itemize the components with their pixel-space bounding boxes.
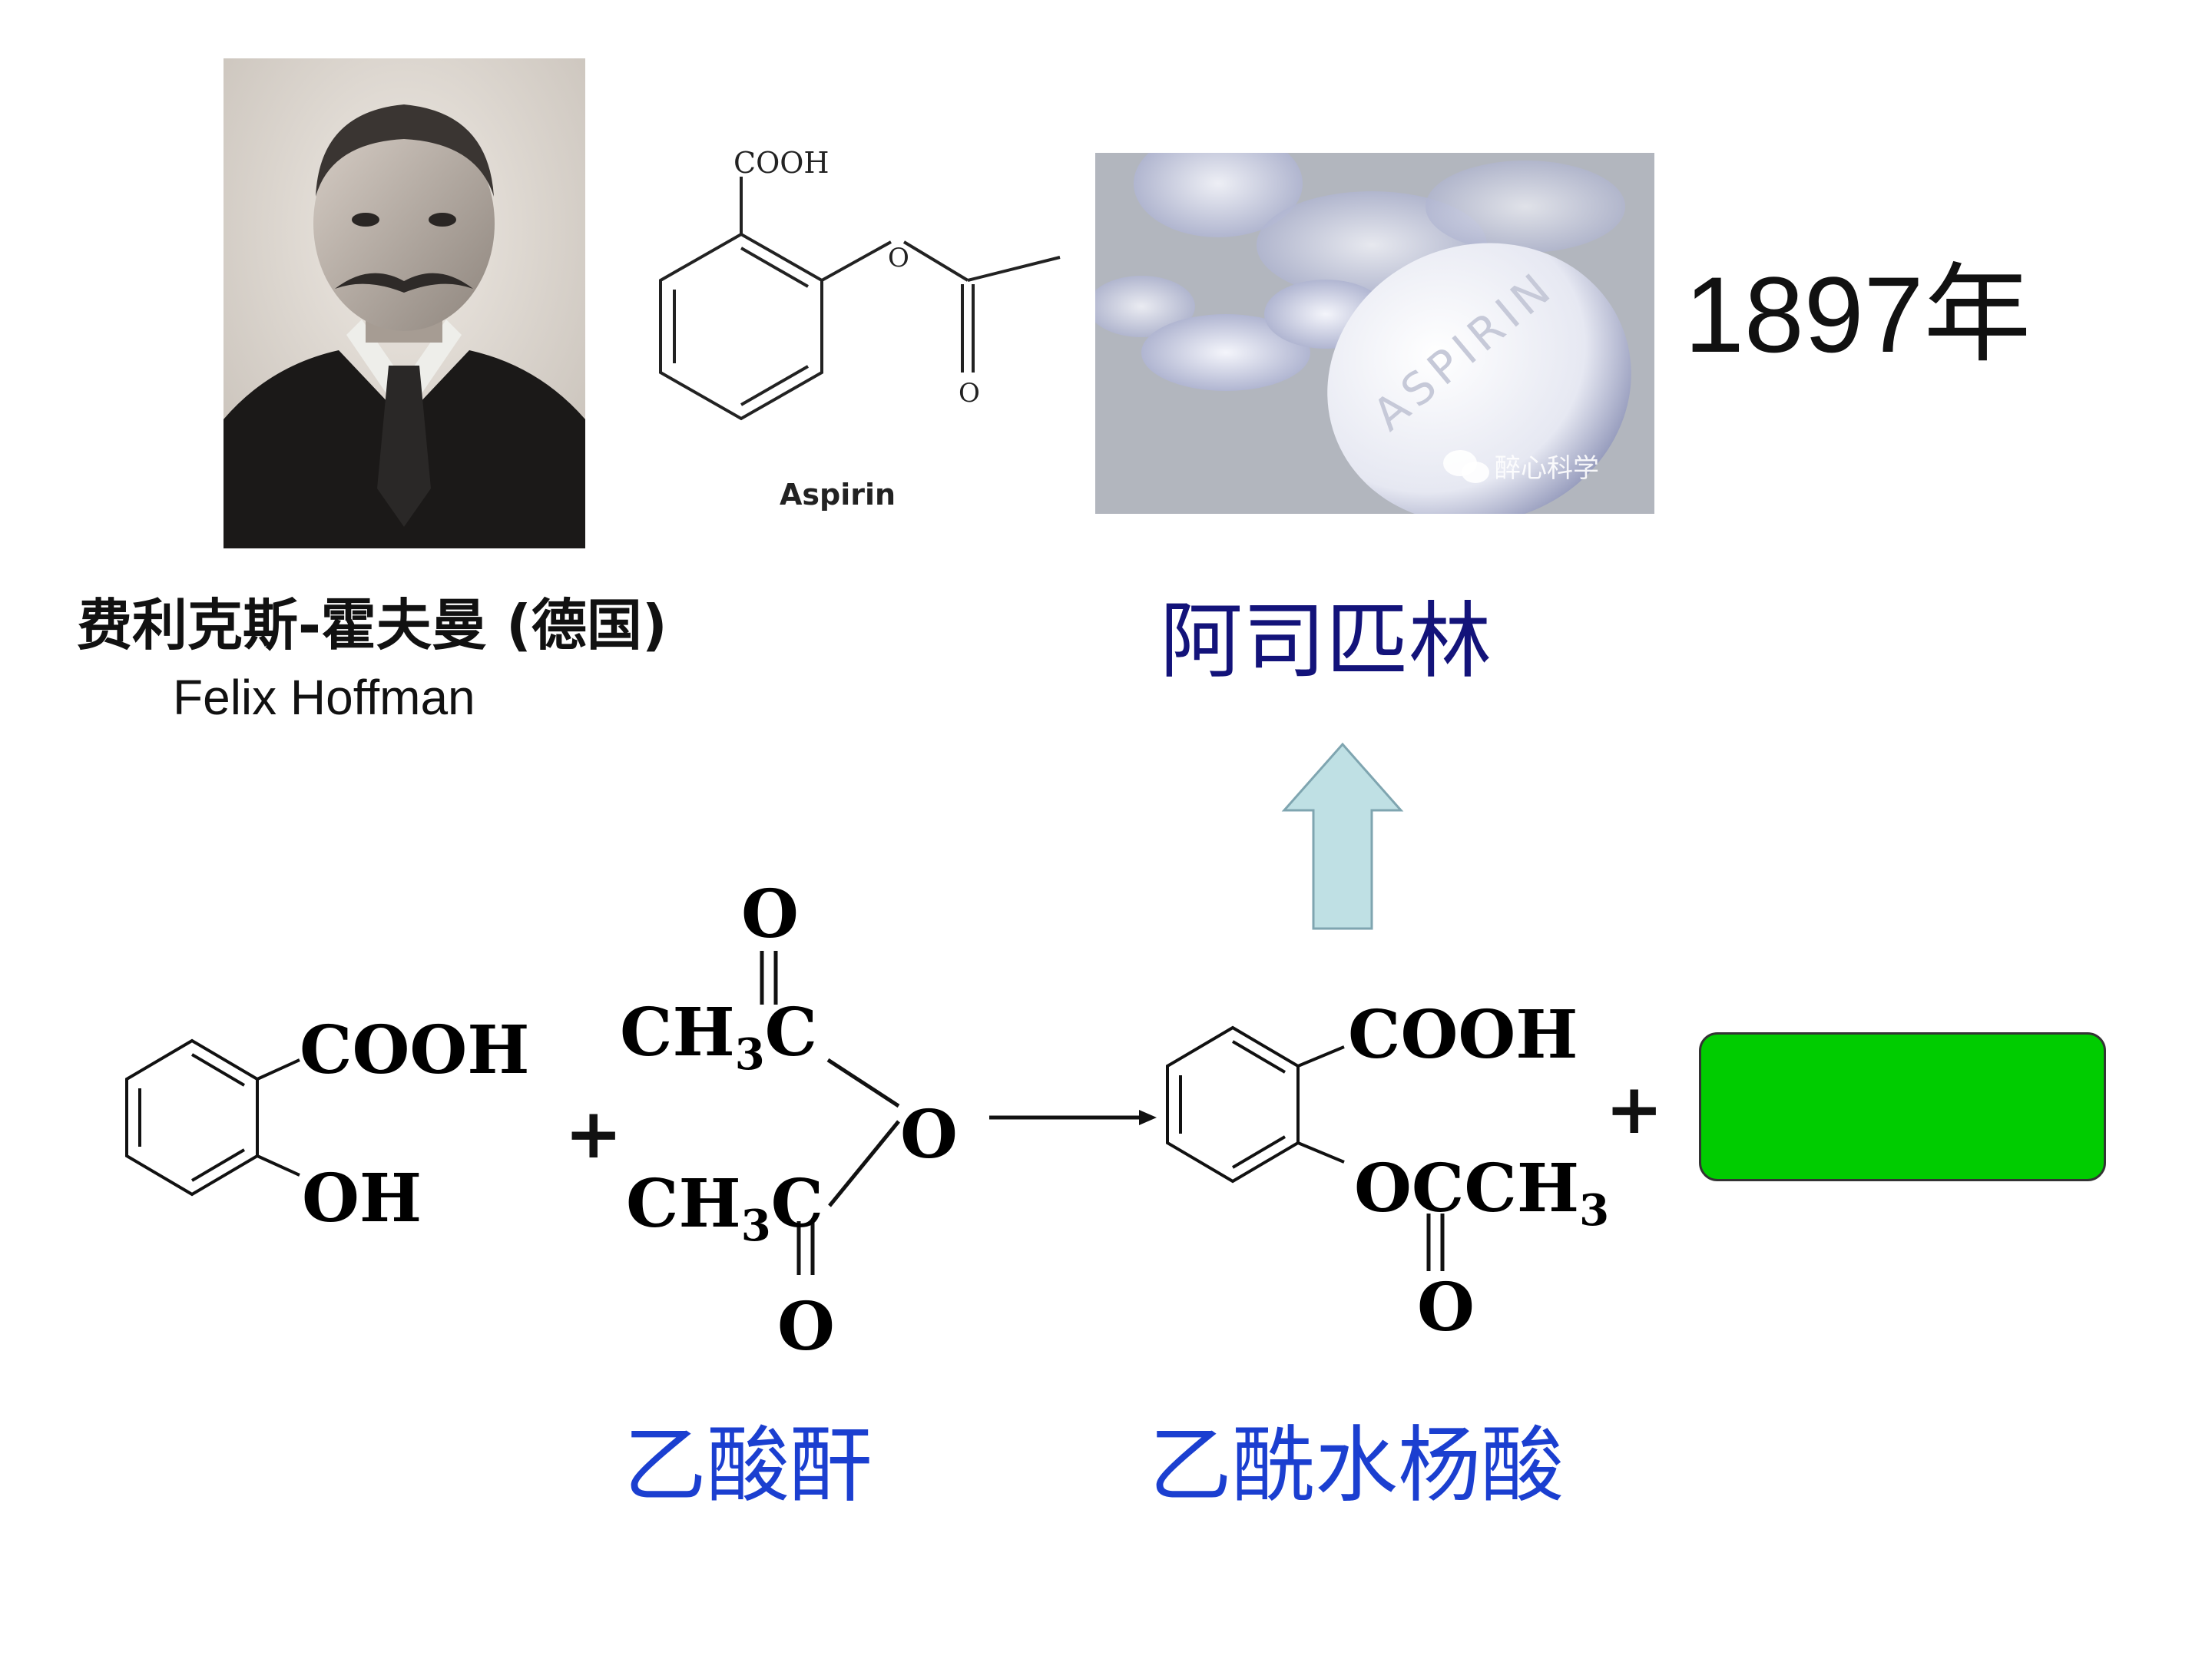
up-arrow-icon xyxy=(1281,741,1404,932)
reactant1-cooh: COOH xyxy=(300,1012,530,1089)
acetic-anhydride-bonds xyxy=(614,883,983,1344)
anhydride-top-sub3: 3 xyxy=(734,1029,765,1081)
year-label: 1897年 xyxy=(1684,254,2032,375)
structure-carbonyl-o-label: O xyxy=(959,378,980,409)
product-c: C xyxy=(1411,1150,1465,1227)
anhydride-top-group: CH3C xyxy=(620,1000,817,1077)
structure-cooh-label: COOH xyxy=(733,150,830,180)
product-carbonyl-o: O xyxy=(1417,1269,1475,1346)
person-name-en: Felix Hoffman xyxy=(173,670,475,725)
structure-ester-o-label: O xyxy=(888,243,909,273)
acetylsalicylic-acid-label: 乙酰水杨酸 xyxy=(1149,1418,1565,1514)
anhydride-bottom-c: C xyxy=(770,1165,824,1243)
aspirin-pills-photo: ASPIRIN 醉心科学 xyxy=(1095,153,1654,514)
product-ester-group: OCCH3 xyxy=(1354,1156,1609,1233)
aspirin-cn-title: 阿司匹林 xyxy=(1160,594,1492,690)
product-sub3: 3 xyxy=(1579,1185,1610,1237)
anhydride-top-ch: CH xyxy=(620,994,735,1071)
reactant1-oh: OH xyxy=(302,1160,422,1237)
wechat-icon xyxy=(1443,450,1489,483)
person-name-cn: 费利克斯-霍夫曼 (德国) xyxy=(77,593,667,657)
structure-caption: Aspirin xyxy=(780,478,896,512)
salicylic-acid-ring xyxy=(123,1018,307,1217)
anhydride-top-o: O xyxy=(741,876,799,953)
product-ch: CH xyxy=(1464,1150,1580,1227)
pill-watermark: 醉心科学 xyxy=(1495,453,1599,484)
answer-box[interactable] xyxy=(1699,1032,2106,1181)
anhydride-bottom-o: O xyxy=(777,1288,835,1366)
plus-sign-1: + xyxy=(565,1094,623,1174)
reaction-arrow-icon xyxy=(989,1106,1158,1129)
anhydride-bridge-o: O xyxy=(900,1096,958,1174)
acetylsalicylic-acid-ring xyxy=(1164,1005,1356,1204)
anhydride-bottom-sub3: 3 xyxy=(740,1200,771,1252)
product-o: O xyxy=(1354,1150,1412,1227)
anhydride-bottom-group: CH3C xyxy=(626,1171,823,1248)
felix-hoffman-portrait xyxy=(224,58,585,548)
anhydride-top-c: C xyxy=(764,994,818,1071)
product-carbonyl-bond xyxy=(1421,1214,1452,1275)
plus-sign-2: + xyxy=(1605,1069,1664,1150)
aspirin-structure-diagram: COOH O O xyxy=(637,146,1068,518)
anhydride-bottom-ch: CH xyxy=(626,1165,741,1243)
product-cooh: COOH xyxy=(1348,996,1578,1074)
acetic-anhydride-label: 乙酸酐 xyxy=(624,1418,873,1514)
